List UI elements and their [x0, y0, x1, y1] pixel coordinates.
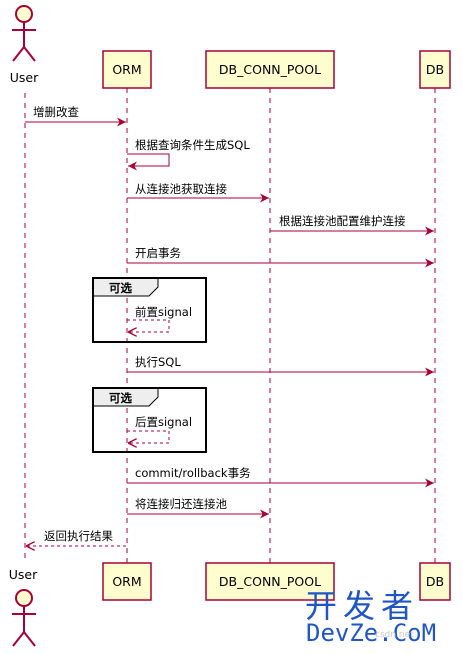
optional-fragment: 可选 — [92, 387, 207, 453]
user-actor-icon — [12, 5, 36, 62]
watermark: 开发者 DevZe.CoM csdn.net — [305, 587, 436, 647]
message-label: 增删改查 — [33, 105, 79, 119]
watermark-small: csdn.net — [375, 630, 414, 640]
svg-text:DB: DB — [426, 574, 444, 589]
participant-pool-top: DB_CONN_POOL — [205, 50, 335, 89]
participant-db-top: DB — [419, 50, 451, 89]
svg-text:DB_CONN_POOL: DB_CONN_POOL — [219, 574, 321, 589]
fragment-title: 可选 — [109, 391, 132, 405]
svg-text:ORM: ORM — [112, 62, 141, 77]
message-label: 后置signal — [135, 415, 192, 429]
message-label: 从连接池获取连接 — [135, 182, 227, 196]
message-label: 执行SQL — [135, 355, 181, 369]
message-arrow-self-return — [127, 430, 170, 443]
message-label: commit/rollback事务 — [135, 466, 251, 480]
participant-user-label-bottom: User — [9, 567, 38, 582]
participant-db-bottom: DB — [419, 562, 451, 601]
message-label: 开启事务 — [135, 246, 181, 260]
message-arrow-self-return — [127, 319, 170, 332]
participant-user-label-top: User — [10, 70, 39, 85]
svg-text:DB_CONN_POOL: DB_CONN_POOL — [219, 62, 321, 77]
message-label: 根据连接池配置维护连接 — [279, 214, 406, 228]
user-actor-icon — [12, 589, 36, 647]
participant-orm-top: ORM — [102, 50, 152, 89]
participant-pool-bottom: DB_CONN_POOL — [205, 562, 335, 601]
message-label: 返回执行结果 — [44, 529, 113, 543]
watermark-line2: DevZe.CoM — [306, 619, 436, 647]
participant-orm-bottom: ORM — [102, 562, 152, 601]
message-arrow-self — [127, 153, 170, 171]
message-label: 根据查询条件生成SQL — [135, 138, 250, 152]
message-label: 将连接归还连接池 — [135, 497, 227, 511]
optional-fragment: 可选 — [92, 277, 207, 343]
fragment-title: 可选 — [109, 281, 132, 295]
message-label: 前置signal — [135, 305, 192, 319]
watermark-line1: 开发者 — [305, 587, 419, 625]
svg-text:DB: DB — [426, 62, 444, 77]
svg-text:ORM: ORM — [112, 574, 141, 589]
